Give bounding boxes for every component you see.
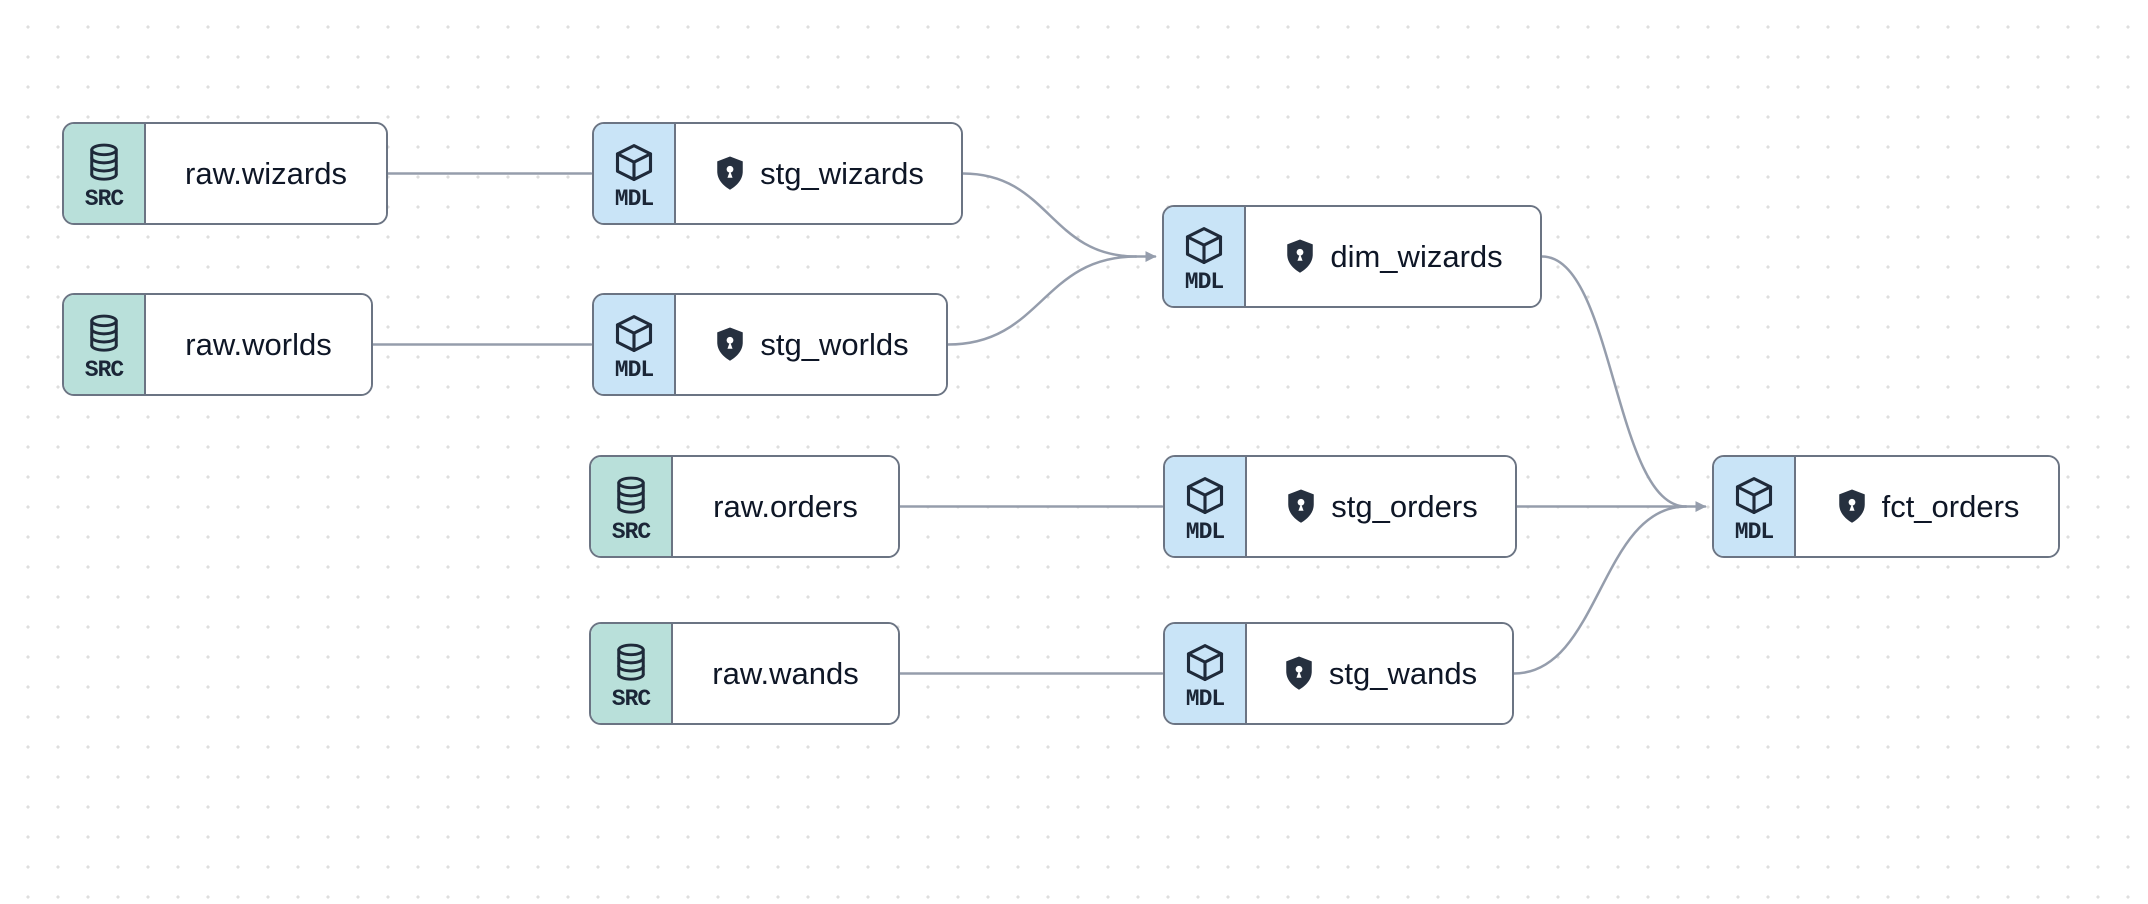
node-type-badge: MDL <box>1165 457 1247 556</box>
node-type-badge: SRC <box>591 624 673 723</box>
node-label: stg_worlds <box>760 326 909 362</box>
node-raw-worlds[interactable]: SRC raw.worlds <box>62 293 373 396</box>
cube-icon <box>1732 473 1776 519</box>
node-type-label: MDL <box>614 186 654 212</box>
node-type-label: MDL <box>614 357 654 383</box>
node-label: raw.wands <box>712 655 859 691</box>
node-type-badge: MDL <box>1714 457 1796 556</box>
shield-lock-icon <box>1284 488 1318 525</box>
node-body: stg_wands <box>1247 624 1512 723</box>
database-icon <box>610 640 652 686</box>
shield-lock-icon <box>1283 238 1317 275</box>
node-type-label: SRC <box>611 686 651 712</box>
node-type-badge: SRC <box>591 457 673 556</box>
node-label: stg_wands <box>1328 655 1478 691</box>
node-label: raw.worlds <box>185 326 332 362</box>
cube-icon <box>612 140 656 186</box>
node-type-label: SRC <box>84 186 124 212</box>
database-icon <box>83 140 125 186</box>
node-body: raw.wizards <box>146 124 386 223</box>
node-type-badge: MDL <box>594 295 676 394</box>
node-type-label: MDL <box>1184 269 1224 295</box>
shield-lock-icon <box>713 326 747 363</box>
node-raw-wands[interactable]: SRC raw.wands <box>589 622 900 725</box>
edge <box>1512 505 1688 675</box>
node-type-label: MDL <box>1185 686 1225 712</box>
node-label: stg_orders <box>1331 488 1478 524</box>
node-stg-wizards[interactable]: MDL stg_wizards <box>592 122 963 225</box>
node-body: raw.wands <box>673 624 898 723</box>
node-body: fct_orders <box>1796 457 2058 556</box>
node-stg-wands[interactable]: MDL stg_wands <box>1163 622 1514 725</box>
node-label: fct_orders <box>1881 488 2020 524</box>
node-dim-wizards[interactable]: MDL dim_wizards <box>1162 205 1542 308</box>
edge <box>1540 255 1688 508</box>
node-label: stg_wizards <box>760 155 924 191</box>
node-stg-orders[interactable]: MDL stg_orders <box>1163 455 1517 558</box>
node-type-badge: MDL <box>594 124 676 223</box>
node-label: raw.orders <box>713 488 858 524</box>
node-type-badge: SRC <box>64 295 146 394</box>
node-raw-orders[interactable]: SRC raw.orders <box>589 455 900 558</box>
node-type-label: SRC <box>611 519 651 545</box>
shield-lock-icon <box>1835 488 1869 525</box>
node-fct-orders[interactable]: MDL fct_orders <box>1712 455 2060 558</box>
node-body: stg_orders <box>1247 457 1515 556</box>
shield-lock-icon <box>1282 655 1316 692</box>
database-icon <box>610 473 652 519</box>
node-type-label: MDL <box>1185 519 1225 545</box>
node-body: dim_wizards <box>1246 207 1540 306</box>
node-type-label: MDL <box>1734 519 1774 545</box>
shield-lock-icon <box>713 155 747 192</box>
edge <box>946 255 1138 346</box>
cube-icon <box>612 311 656 357</box>
node-body: stg_wizards <box>676 124 961 223</box>
node-type-label: SRC <box>84 357 124 383</box>
edge <box>961 172 1138 258</box>
cube-icon <box>1183 473 1227 519</box>
node-body: raw.worlds <box>146 295 371 394</box>
node-body: raw.orders <box>673 457 898 556</box>
node-type-badge: SRC <box>64 124 146 223</box>
node-type-badge: MDL <box>1165 624 1247 723</box>
cube-icon <box>1182 223 1226 269</box>
database-icon <box>83 311 125 357</box>
node-type-badge: MDL <box>1164 207 1246 306</box>
node-label: raw.wizards <box>185 155 347 191</box>
node-stg-worlds[interactable]: MDL stg_worlds <box>592 293 948 396</box>
node-label: dim_wizards <box>1330 238 1503 274</box>
cube-icon <box>1183 640 1227 686</box>
node-raw-wizards[interactable]: SRC raw.wizards <box>62 122 388 225</box>
node-body: stg_worlds <box>676 295 946 394</box>
